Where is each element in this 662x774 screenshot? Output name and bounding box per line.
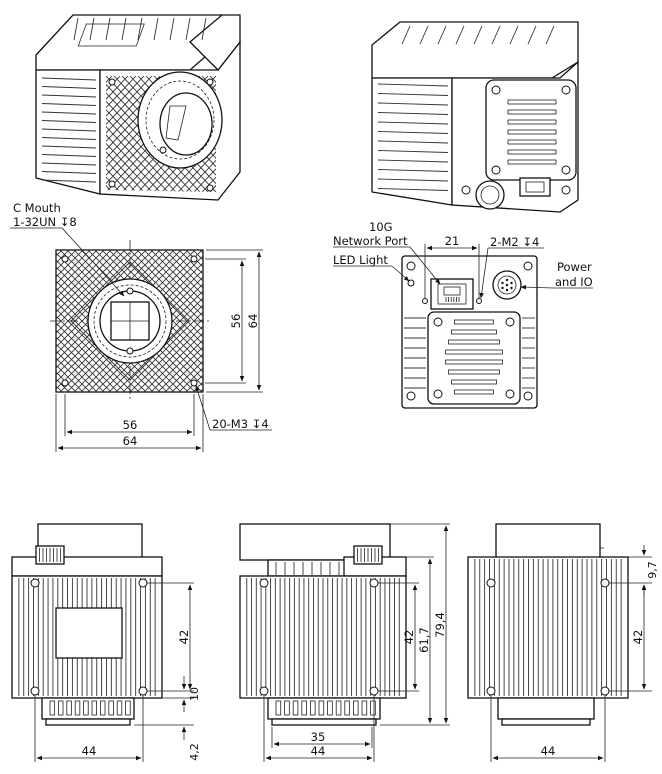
- right-view: 9,7 42 44: [467, 523, 659, 762]
- rear-view: 10G Network Port LED Light 21 2-M2 ↧4 Po…: [333, 220, 593, 409]
- width-inner-dim: 56: [123, 418, 138, 432]
- height-outer-dim: 64: [246, 314, 260, 329]
- power-label-line2: and IO: [555, 275, 593, 289]
- power-label-line1: Power: [557, 260, 592, 274]
- mid-middle-dim: 61,7: [417, 627, 431, 653]
- left-window: [55, 607, 123, 659]
- vent-plate: [427, 311, 521, 405]
- right-width-dim: 44: [541, 744, 556, 758]
- port-spacing-dim: 21: [445, 234, 460, 248]
- left-small-dim: 10: [188, 687, 201, 701]
- iso-front-view: [35, 14, 241, 201]
- network-port: [430, 278, 474, 310]
- mid-height-dim: 42: [402, 630, 416, 645]
- left-width-dim: 44: [82, 744, 97, 758]
- led-light: [407, 279, 415, 287]
- iso-rear-view: [371, 21, 579, 213]
- m2-note: 2-M2 ↧4: [490, 235, 539, 249]
- c-mount-thread-label: 1-32UN ↧8: [13, 215, 77, 229]
- led-label: LED Light: [333, 253, 388, 267]
- iso-power-connector: [475, 180, 505, 210]
- width-outer-dim: 64: [123, 434, 138, 448]
- c-mount-label: C Mouth: [13, 201, 61, 215]
- left-height-dim: 42: [177, 630, 191, 645]
- mid-total-dim: 79,4: [433, 612, 447, 638]
- screw-note: 20-M3 ↧4: [212, 417, 269, 431]
- network-label-line2: Network Port: [333, 234, 408, 248]
- right-top-dim: 9,7: [646, 561, 659, 579]
- mid-inner-width-dim: 35: [311, 730, 326, 744]
- network-label-line1: 10G: [369, 220, 393, 234]
- lens-mount-thread: [145, 80, 215, 160]
- left-view: 42 10 44 4,2: [11, 523, 201, 762]
- front-view: C Mouth 1-32UN ↧8 56 64 56 64 20-M3 ↧4: [10, 201, 272, 452]
- mid-width-dim: 44: [311, 744, 326, 758]
- right-height-dim: 42: [631, 630, 645, 645]
- height-inner-dim: 56: [229, 314, 243, 329]
- top-view: 42 61,7 79,4 35 44: [239, 523, 450, 762]
- left-bottom-dim: 4,2: [188, 743, 201, 761]
